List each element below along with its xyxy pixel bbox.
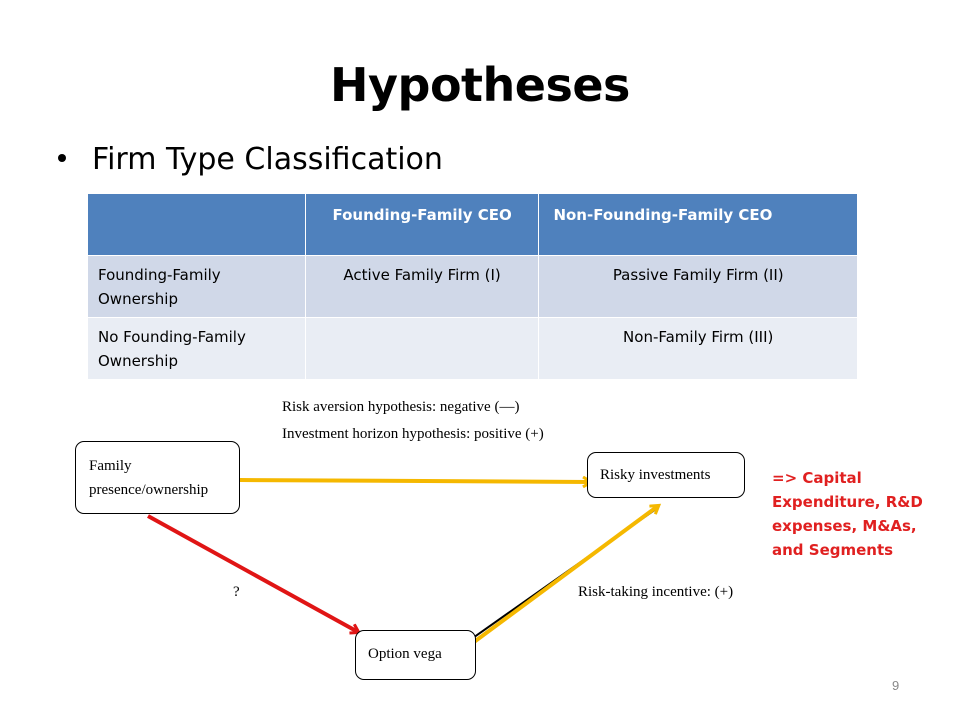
- table-header-non-founding-ceo: Non-Founding-Family CEO: [538, 193, 858, 256]
- bullet-item: Firm Type Classification: [58, 142, 443, 177]
- option-vega-label: Option vega: [368, 646, 442, 662]
- table-cell: Passive Family Firm (II): [538, 255, 858, 318]
- slide-title: Hypotheses: [330, 58, 630, 112]
- table-cell: Non-Family Firm (III): [538, 317, 858, 380]
- risky-investments-label: Risky investments: [600, 467, 711, 483]
- bullet-dot: [58, 153, 66, 162]
- bullet-text: Firm Type Classification: [92, 142, 443, 177]
- arrow-family-to-risky: [239, 480, 590, 482]
- risky-investments-box: Risky investments: [587, 452, 745, 498]
- table-cell: [304, 317, 540, 380]
- risk-aversion-note: Risk aversion hypothesis: negative (—): [282, 399, 520, 415]
- table-row-label: Founding-Family Ownership: [87, 255, 306, 318]
- table-row-label: No Founding-Family Ownership: [87, 317, 306, 380]
- investment-examples-note: => Capital Expenditure, R&D expenses, M&…: [772, 469, 923, 559]
- firm-type-table: Founding-Family CEO Non-Founding-Family …: [87, 193, 858, 380]
- table-row: Founding-Family Ownership Active Family …: [87, 255, 858, 318]
- risk-taking-note: Risk-taking incentive: (+): [578, 584, 734, 600]
- table-header-row: Founding-Family CEO Non-Founding-Family …: [87, 193, 858, 256]
- page-number: 9: [892, 678, 900, 693]
- investment-horizon-note: Investment horizon hypothesis: positive …: [282, 426, 544, 442]
- option-vega-box: Option vega: [355, 630, 476, 680]
- family-box-line1: Family: [89, 458, 132, 474]
- table-row: No Founding-Family Ownership Non-Family …: [87, 317, 858, 380]
- family-presence-box: Family presence/ownership: [75, 441, 240, 514]
- family-box-line2: presence/ownership: [89, 482, 209, 498]
- question-mark-label: ?: [233, 584, 240, 600]
- arrow-family-to-vega: [147, 514, 358, 632]
- table-cell: Active Family Firm (I): [304, 255, 540, 318]
- arrow-vega-to-risky: [472, 506, 658, 644]
